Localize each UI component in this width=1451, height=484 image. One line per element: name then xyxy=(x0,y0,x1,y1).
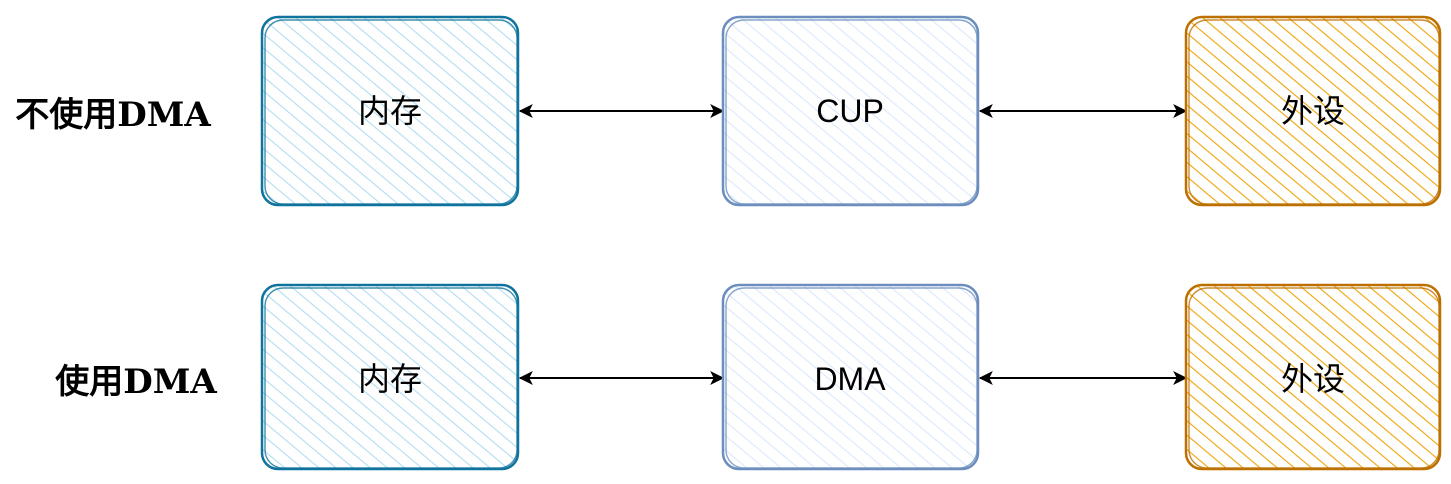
row-label: 不使用DMA xyxy=(15,95,211,135)
node-peripheral: 外设 xyxy=(1184,283,1442,471)
node-label: CUP xyxy=(816,93,884,129)
row-with-dma: 使用DMA 内存 DMA 外设 xyxy=(54,283,1442,471)
row-label: 使用DMA xyxy=(54,362,217,402)
row-without-dma: 不使用DMA 内存 CUP 外设 xyxy=(15,15,1442,207)
node-peripheral: 外设 xyxy=(1184,15,1442,207)
node-memory: 内存 xyxy=(260,283,520,471)
node-memory: 内存 xyxy=(260,15,520,207)
node-label: 内存 xyxy=(358,93,422,129)
node-mediator: DMA xyxy=(721,283,980,471)
node-label: 外设 xyxy=(1281,361,1345,397)
node-label: 内存 xyxy=(358,361,422,397)
node-label: 外设 xyxy=(1281,93,1345,129)
node-mediator: CUP xyxy=(721,15,980,207)
node-label: DMA xyxy=(814,361,886,397)
